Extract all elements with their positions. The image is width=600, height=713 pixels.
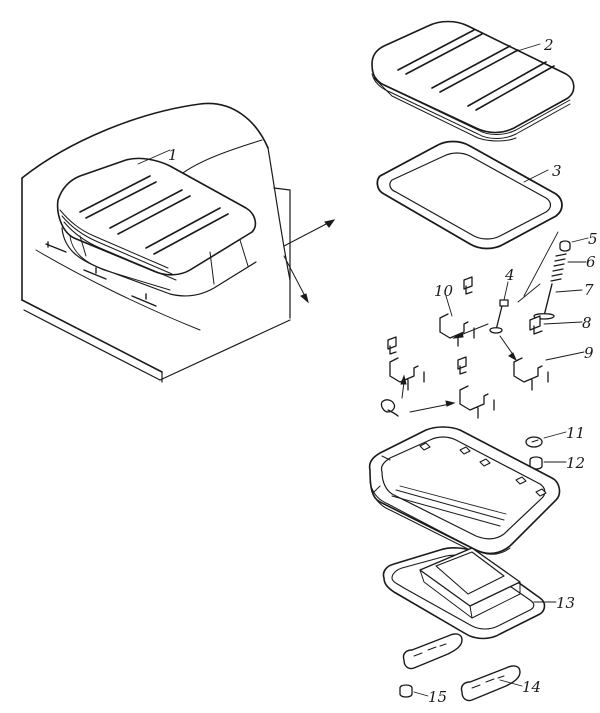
callout-5: 5: [588, 230, 598, 248]
latch-hardware: [380, 231, 589, 470]
callout-15: 15: [428, 688, 447, 706]
callout-11: 11: [566, 424, 585, 442]
hatch-lid: [371, 20, 575, 142]
callout-labels: 1 2 3 4 5 6 7 8 9 10 11 12 13 14 15: [168, 36, 598, 706]
callout-12: 12: [566, 454, 585, 472]
callout-6: 6: [586, 253, 596, 271]
hatch-seal: [376, 140, 563, 250]
callout-14: 14: [522, 678, 541, 696]
callout-7: 7: [584, 281, 594, 299]
callout-2: 2: [543, 36, 554, 54]
callout-10: 10: [434, 282, 454, 300]
callout-8: 8: [582, 314, 592, 332]
handle-bars: [399, 633, 523, 702]
roof-hatch-assembly: [56, 149, 257, 297]
callout-3: 3: [552, 162, 562, 180]
hatch-frame-tray: [368, 426, 561, 555]
inner-trim-panel: [382, 547, 557, 640]
callout-4: 4: [504, 266, 515, 284]
callout-1: 1: [168, 146, 178, 164]
cab-roof: [21, 102, 336, 383]
callout-9: 9: [584, 344, 594, 362]
callout-13: 13: [556, 594, 575, 612]
